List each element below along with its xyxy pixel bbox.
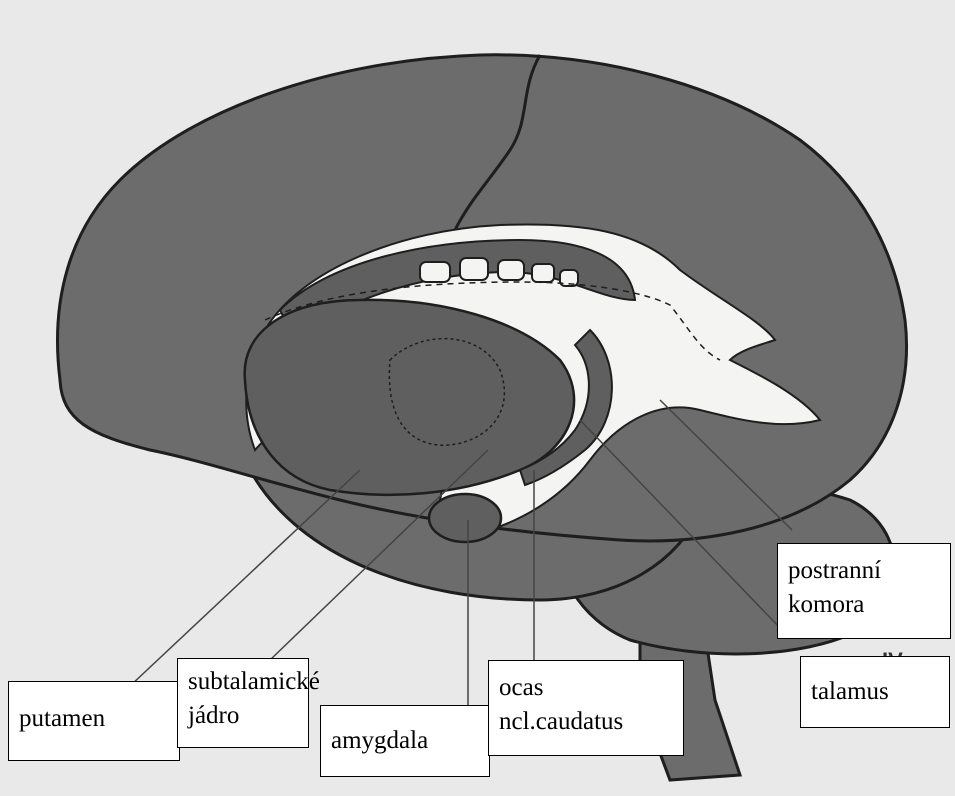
label-caudate-tail: ocas ncl.caudatus: [488, 660, 684, 756]
label-amygdala-line1: amygdala: [331, 724, 479, 758]
label-postranni-line1: postranní: [788, 554, 940, 588]
label-ocas-line1: ocas: [499, 671, 673, 705]
label-thalamus: talamus: [800, 656, 950, 728]
label-amygdala: amygdala: [320, 705, 490, 777]
label-subtalamic-line2: jádro: [188, 699, 298, 733]
label-subtalamic-nucleus: subtalamické jádro: [177, 658, 309, 748]
label-talamus-line1: talamus: [811, 675, 939, 709]
leader-putamen: [130, 470, 360, 686]
label-ocas-line2: ncl.caudatus: [499, 705, 673, 739]
label-lateral-ventricle: postranní komora: [777, 543, 951, 639]
label-subtalamic-line1: subtalamické: [188, 665, 298, 699]
label-putamen-line1: putamen: [19, 702, 169, 736]
label-postranni-line2: komora: [788, 588, 940, 622]
label-putamen: putamen: [8, 681, 180, 761]
amygdala-shape: [429, 494, 501, 542]
